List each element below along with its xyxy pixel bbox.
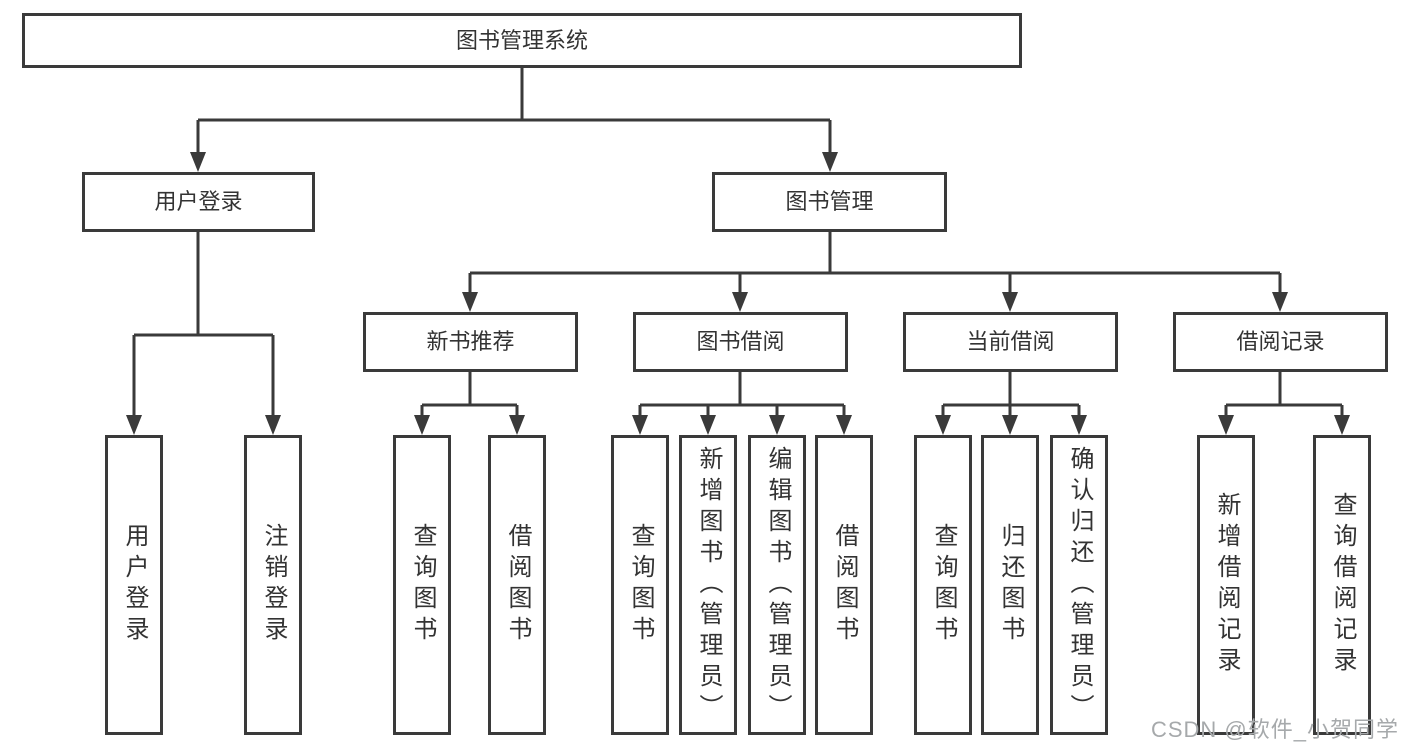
csdn-watermark: CSDN @软件_小贺同学 [1150,717,1399,742]
leaf-logout: 注销登录 [244,435,302,735]
leaf-add-book-admin-label: 新增图书（管理员） [695,445,722,725]
leaf-edit-book-admin: 编辑图书（管理员） [748,435,806,735]
node-book-management: 图书管理 [712,172,947,232]
node-user-login: 用户登录 [82,172,315,232]
leaf-query-books-current: 查询图书 [914,435,972,735]
node-borrow-records-label: 借阅记录 [1236,329,1325,354]
leaf-return-books-label: 归还图书 [997,523,1024,647]
node-new-book-recommend: 新书推荐 [363,312,578,372]
leaf-user-login-label: 用户登录 [121,523,148,647]
leaf-add-book-admin: 新增图书（管理员） [679,435,737,735]
leaf-confirm-return-admin: 确认归还（管理员） [1050,435,1108,735]
node-new-book-recommend-label: 新书推荐 [426,329,515,354]
leaf-borrow-books: 借阅图书 [815,435,873,735]
leaf-borrow-books-label: 借阅图书 [831,523,858,647]
node-root-system: 图书管理系统 [22,13,1022,68]
leaf-query-books-borrow-label: 查询图书 [627,523,654,647]
leaf-return-books: 归还图书 [981,435,1039,735]
leaf-add-borrow-record-label: 新增借阅记录 [1213,492,1240,678]
leaf-logout-label: 注销登录 [260,523,287,647]
node-current-borrow: 当前借阅 [903,312,1118,372]
leaf-query-books-recommend-label: 查询图书 [409,523,436,647]
leaf-borrow-books-recommend: 借阅图书 [488,435,546,735]
node-user-login-label: 用户登录 [154,189,243,214]
leaf-add-borrow-record: 新增借阅记录 [1197,435,1255,735]
node-book-borrow-label: 图书借阅 [696,329,785,354]
leaf-edit-book-admin-label: 编辑图书（管理员） [764,445,791,725]
node-borrow-records: 借阅记录 [1173,312,1388,372]
node-book-management-label: 图书管理 [785,189,874,214]
leaf-query-borrow-record: 查询借阅记录 [1313,435,1371,735]
node-root-system-label: 图书管理系统 [455,27,588,53]
leaf-borrow-books-recommend-label: 借阅图书 [504,523,531,647]
node-current-borrow-label: 当前借阅 [966,329,1055,354]
leaf-query-books-recommend: 查询图书 [393,435,451,735]
leaf-user-login: 用户登录 [105,435,163,735]
node-book-borrow: 图书借阅 [633,312,848,372]
leaf-query-borrow-record-label: 查询借阅记录 [1329,492,1356,678]
leaf-query-books-current-label: 查询图书 [930,523,957,647]
leaf-confirm-return-admin-label: 确认归还（管理员） [1066,445,1093,725]
leaf-query-books-borrow: 查询图书 [611,435,669,735]
